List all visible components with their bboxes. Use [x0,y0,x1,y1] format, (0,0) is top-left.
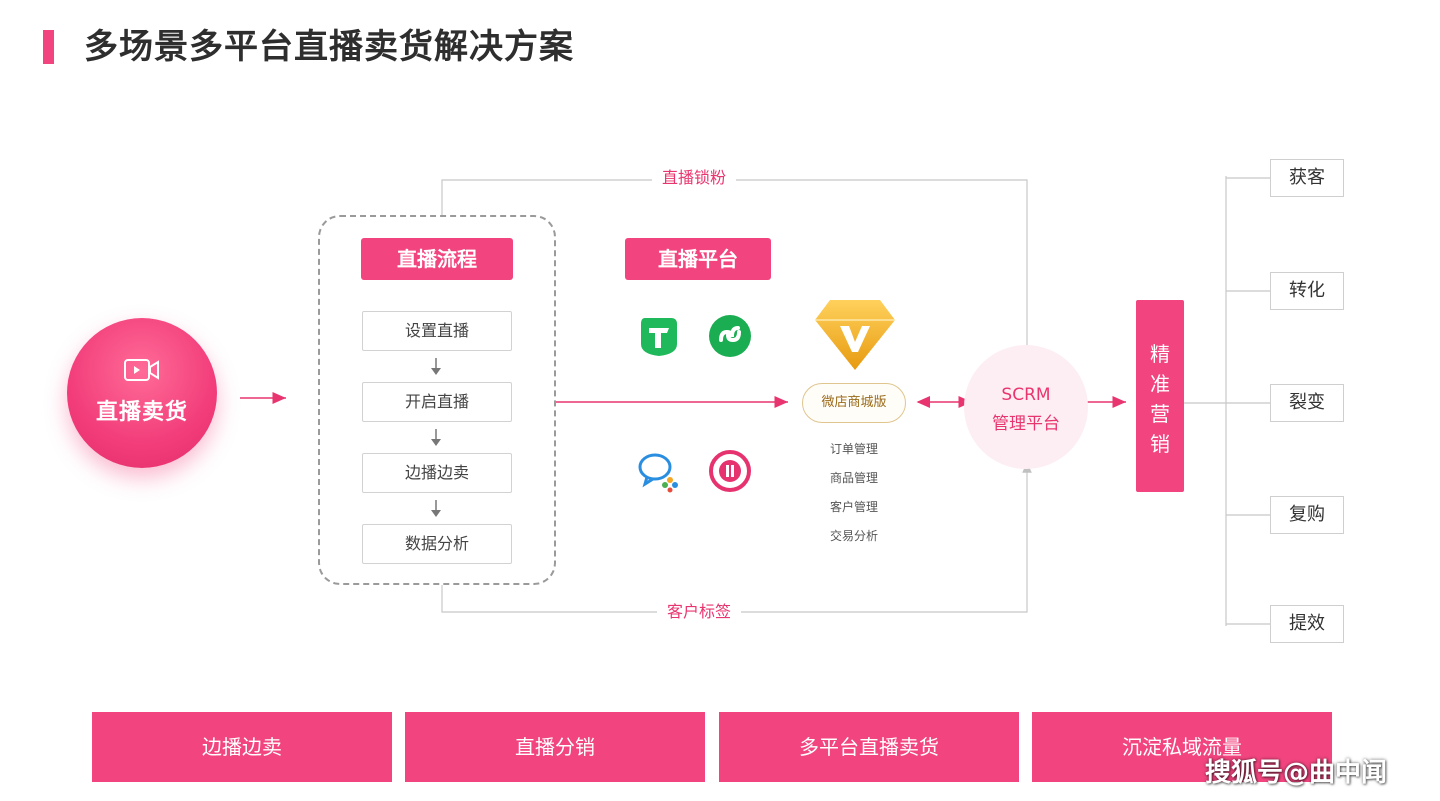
connector-label-top: 直播锁粉 [652,167,737,189]
platform-label: 直播平台 [625,238,771,280]
page-title: 多场景多平台直播卖货解决方案 [84,27,574,67]
shop-feature: 商品管理 [829,471,878,485]
flow-step[interactable]: 开启直播 [362,382,512,422]
live-flow-box [318,215,556,585]
outcome-box[interactable]: 复购 [1270,496,1344,534]
diamond-v-icon [815,300,895,370]
scrm-title: SCRM [1001,385,1051,405]
live-selling-hero[interactable]: 直播卖货 [67,318,217,468]
flow-label: 直播流程 [361,238,513,280]
shop-pill[interactable]: 微店商城版 [802,383,906,423]
precision-marketing-block[interactable]: 精 准 营 销 [1136,300,1184,492]
title-accent-bar [43,30,54,64]
watermark: 搜狐号@曲中闻 [1205,758,1388,788]
down-arrow-icon [431,358,441,375]
flow-step[interactable]: 数据分析 [362,524,512,564]
outcome-box[interactable]: 获客 [1270,159,1344,197]
bottom-bar[interactable]: 沉淀私域流量 [1032,712,1332,782]
weibo-live-icon[interactable] [708,449,752,493]
marketing-char: 销 [1150,432,1170,456]
bottom-bar[interactable]: 边播边卖 [92,712,392,782]
outcome-box[interactable]: 裂变 [1270,384,1344,422]
outcome-box[interactable]: 转化 [1270,272,1344,310]
flow-step[interactable]: 设置直播 [362,311,512,351]
shop-feature: 客户管理 [829,500,878,514]
wechat-work-icon[interactable] [637,449,681,493]
connector-label-bottom: 客户标签 [657,601,742,623]
marketing-char: 精 [1150,342,1170,366]
down-arrow-icon [431,429,441,446]
marketing-char: 营 [1150,402,1170,426]
hero-label: 直播卖货 [95,400,188,425]
video-camera-icon [124,359,159,381]
scrm-subtitle: 管理平台 [992,414,1060,434]
mini-program-icon[interactable] [708,314,752,358]
marketing-char: 准 [1150,372,1170,396]
flow-step[interactable]: 边播边卖 [362,453,512,493]
bottom-bar[interactable]: 直播分销 [405,712,705,782]
bottom-bar[interactable]: 多平台直播卖货 [719,712,1019,782]
outcome-box[interactable]: 提效 [1270,605,1344,643]
scrm-platform[interactable]: SCRM 管理平台 [964,345,1088,469]
down-arrow-icon [431,500,441,517]
tencent-live-icon[interactable] [637,314,681,358]
shop-feature: 订单管理 [829,442,878,456]
shop-feature: 交易分析 [829,529,878,543]
